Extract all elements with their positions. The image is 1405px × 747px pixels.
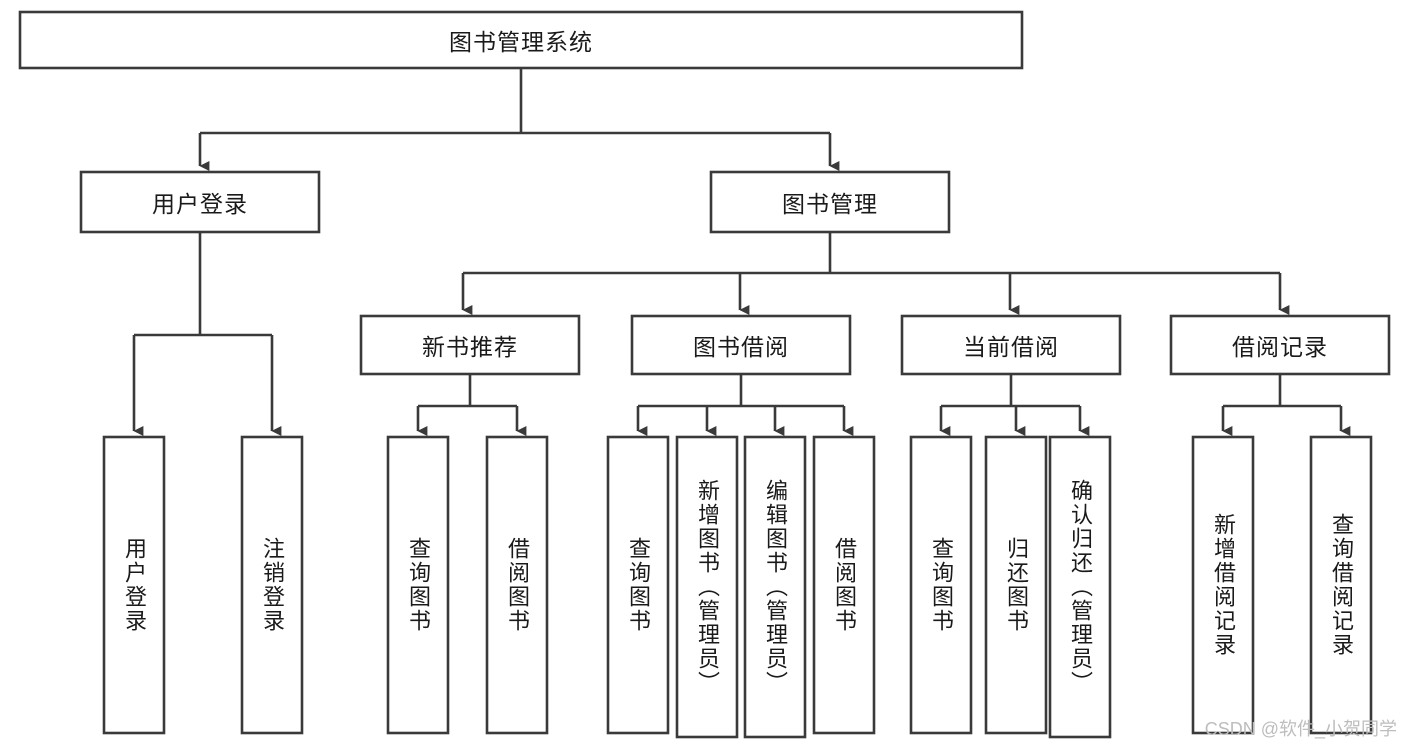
- node-borrow-record-box[interactable]: [1169, 314, 1391, 376]
- leaf-edit-book-box[interactable]: [743, 435, 807, 739]
- connector-lines: [132, 68, 1351, 436]
- leaf-query-book-1-box[interactable]: [386, 435, 450, 735]
- node-current-borrow-box[interactable]: [900, 314, 1122, 376]
- leaf-return-book-box[interactable]: [984, 435, 1048, 735]
- leaf-borrow-book-2-box[interactable]: [812, 435, 876, 735]
- leaf-query-book-2-box[interactable]: [606, 435, 670, 735]
- node-user-login-box[interactable]: [79, 170, 321, 234]
- node-boxes: [18, 10, 1391, 739]
- node-book-manage-box[interactable]: [709, 170, 951, 234]
- node-root-box[interactable]: [18, 10, 1024, 70]
- watermark: CSDN @软件_小贺同学: [1204, 719, 1397, 739]
- leaf-user-login-box[interactable]: [102, 435, 166, 735]
- leaf-user-logout-box[interactable]: [240, 435, 304, 735]
- leaf-add-book-box[interactable]: [675, 435, 739, 739]
- node-new-book-rec-box[interactable]: [359, 314, 581, 376]
- node-book-borrow-box[interactable]: [630, 314, 852, 376]
- leaf-add-record-box[interactable]: [1191, 435, 1255, 735]
- leaf-confirm-return-box[interactable]: [1048, 435, 1112, 739]
- leaf-query-record-box[interactable]: [1309, 435, 1373, 735]
- leaf-query-book-3-box[interactable]: [909, 435, 973, 735]
- leaf-borrow-book-1-box[interactable]: [485, 435, 549, 735]
